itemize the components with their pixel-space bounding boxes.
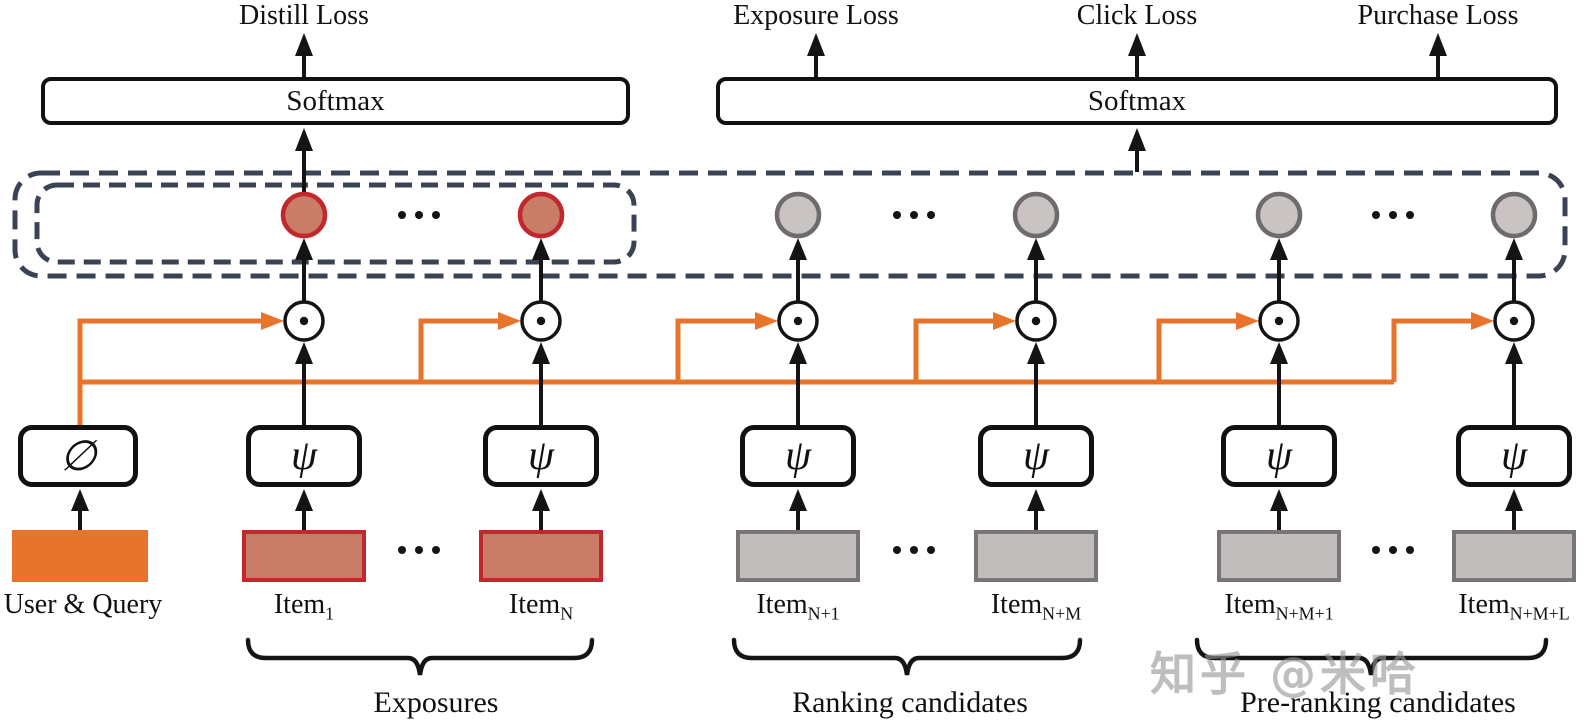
item-tower-box-3: ψ: [740, 425, 856, 487]
distill-loss-label: Distill Loss: [239, 0, 369, 31]
item-label-nml: ItemN+M+L: [1458, 589, 1570, 624]
item-tower-box-5: ψ: [1221, 425, 1337, 487]
item-label-n1: ItemN+1: [756, 589, 840, 624]
group-label-exposures: Exposures: [373, 686, 499, 719]
orange-arrowheads: [261, 312, 1494, 330]
ellipsis-items-ranking: [893, 546, 935, 554]
ellipsis-items-exposure: [398, 546, 440, 554]
item-rect-nm1: [1217, 530, 1341, 582]
user-query-rect: [12, 530, 148, 582]
black-arrowheads: [71, 33, 1523, 511]
item-label-1: Item1: [273, 589, 335, 624]
softmax-box-tasks: Softmax: [716, 77, 1558, 125]
click-loss-label: Click Loss: [1076, 0, 1198, 31]
watermark: 知乎 @米哈: [1150, 647, 1421, 701]
inner-dashed-box: [34, 182, 637, 265]
group-braces: [245, 637, 1549, 676]
user-embedding-wire: [77, 318, 1472, 425]
item-tower-box-6: ψ: [1456, 425, 1572, 487]
item-rect-n1: [736, 530, 860, 582]
item-rect-n: [479, 530, 603, 582]
group-label-preranking: Pre-ranking candidates: [1240, 686, 1516, 719]
item-tower-box-1: ψ: [246, 425, 362, 487]
outer-dashed-box: [12, 170, 1568, 279]
user-query-label: User & Query: [3, 589, 163, 620]
item-rect-1: [242, 530, 366, 582]
item-tower-box-2: ψ: [483, 425, 599, 487]
dot-product-icon: [283, 300, 1535, 342]
exposure-loss-label: Exposure Loss: [733, 0, 899, 31]
softmax-box-distill: Softmax: [41, 77, 630, 125]
ellipsis-logits-preranking: [1372, 211, 1414, 219]
ellipsis-logits-exposure: [398, 211, 440, 219]
candidate-logit-circles: [774, 191, 1538, 239]
item-rect-nml: [1452, 530, 1576, 582]
item-label-n: ItemN: [508, 589, 574, 624]
item-rect-nm: [974, 530, 1098, 582]
group-label-ranking: Ranking candidates: [792, 686, 1028, 719]
black-arrow-lines: [78, 52, 1516, 530]
item-tower-box-4: ψ: [978, 425, 1094, 487]
ellipsis-logits-ranking: [893, 211, 935, 219]
item-label-nm: ItemN+M: [990, 589, 1082, 624]
ellipsis-items-preranking: [1372, 546, 1414, 554]
purchase-loss-label: Purchase Loss: [1357, 0, 1519, 31]
exposure-logit-circles: [280, 191, 565, 239]
item-label-nm1: ItemN+M+1: [1224, 589, 1334, 624]
user-tower-box: ∅: [18, 425, 138, 487]
